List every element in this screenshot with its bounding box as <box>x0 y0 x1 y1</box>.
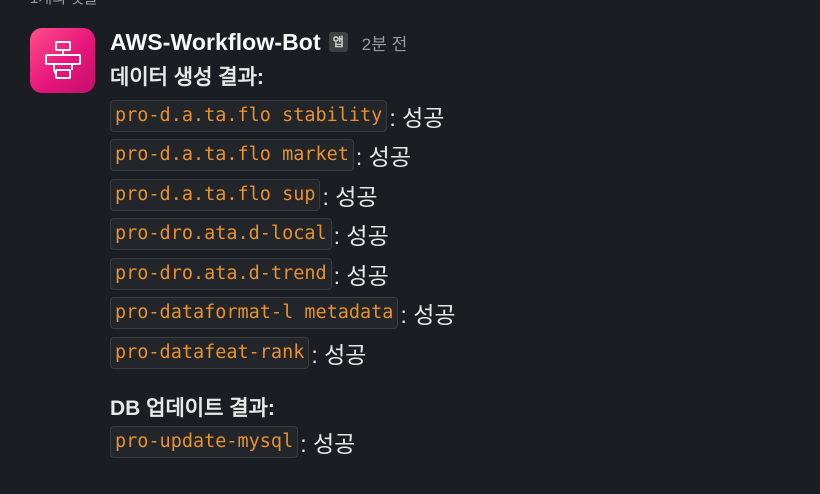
resource-name-code: pro-dataformat-l metadata <box>110 297 399 330</box>
result-status: : 성공 <box>311 341 367 368</box>
result-status: : 성공 <box>400 302 456 329</box>
result-row: pro-d.a.ta.flo market: 성공 <box>110 136 810 176</box>
result-row: pro-d.a.ta.flo sup: 성공 <box>110 175 810 215</box>
result-status: : 성공 <box>333 223 389 250</box>
result-row: pro-update-mysql: 성공 <box>110 423 810 463</box>
resource-name-code: pro-dro.ata.d-local <box>110 218 332 251</box>
result-row: pro-dro.ata.d-local: 성공 <box>110 215 810 255</box>
result-row: pro-dataformat-l metadata: 성공 <box>110 294 810 334</box>
result-status: : 성공 <box>355 144 412 171</box>
message: AWS-Workflow-Bot 앱 2분 전 데이터 생성 결과: pro-d… <box>110 26 810 462</box>
thread-reply-count[interactable]: 1개의 댓글 <box>30 0 98 8</box>
resource-name-code: pro-d.a.ta.flo sup <box>110 178 321 211</box>
app-badge: 앱 <box>328 32 348 52</box>
result-status: : 성공 <box>322 183 378 210</box>
message-header: AWS-Workflow-Bot 앱 2분 전 <box>110 26 810 58</box>
result-status: : 성공 <box>300 431 356 458</box>
result-status: : 성공 <box>389 104 445 131</box>
db-update-results-list: pro-update-mysql: 성공 <box>110 423 810 463</box>
message-timestamp[interactable]: 2분 전 <box>361 34 408 54</box>
bot-avatar[interactable] <box>30 28 95 93</box>
result-status: : 성공 <box>333 262 389 289</box>
resource-name-code: pro-d.a.ta.flo stability <box>110 99 388 132</box>
result-row: pro-dro.ata.d-trend: 성공 <box>110 254 810 294</box>
resource-name-code: pro-datafeat-rank <box>110 336 310 369</box>
db-update-title: DB 업데이트 결과: <box>110 396 275 420</box>
result-row: pro-datafeat-rank: 성공 <box>110 333 810 373</box>
resource-name-code: pro-d.a.ta.flo market <box>110 139 354 172</box>
generation-results-title: 데이터 생성 결과: <box>110 66 264 89</box>
step-functions-icon <box>44 40 81 79</box>
resource-name-code: pro-dro.ata.d-trend <box>110 257 332 290</box>
result-row: pro-d.a.ta.flo stability: 성공 <box>110 96 810 136</box>
resource-name-code: pro-update-mysql <box>110 426 299 459</box>
author-name[interactable]: AWS-Workflow-Bot <box>110 28 321 55</box>
